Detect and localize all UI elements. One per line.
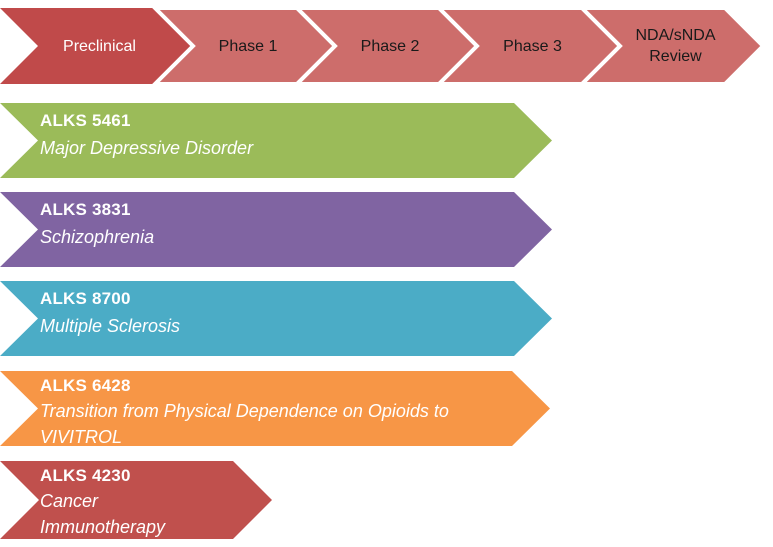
pipeline-bar-alks-3831: ALKS 3831 Schizophrenia [0, 192, 552, 267]
drug-indication: Cancer Immunotherapy [40, 491, 166, 537]
drug-code: ALKS 3831 [40, 200, 131, 219]
chevron-bar-shape [0, 371, 550, 446]
pipeline-bar-alks-5461: ALKS 5461 Major Depressive Disorder [0, 103, 552, 178]
bar-text: ALKS 5461 Major Depressive Disorder [40, 110, 253, 161]
phase-arrow-nda-snda-review: NDA/sNDA Review [577, 6, 766, 86]
chevron-polygon [0, 371, 550, 446]
drug-code: ALKS 8700 [40, 289, 131, 308]
pipeline-bar-alks-6428: ALKS 6428 Transition from Physical Depen… [0, 371, 550, 447]
phase-label-nda-snda-review: NDA/sNDA Review [635, 27, 716, 65]
pipeline-bar-alks-4230: ALKS 4230 Cancer Immunotherapy [0, 461, 272, 539]
bar-text: ALKS 6428 Transition from Physical Depen… [40, 375, 449, 450]
chevron-polygon [0, 8, 193, 84]
chevron-bar-shape [0, 461, 272, 539]
chevron-polygon [577, 6, 766, 86]
phase-label-phase-2: Phase 2 [360, 37, 420, 55]
bar-text: ALKS 8700 Multiple Sclerosis [40, 288, 180, 339]
chevron-polygon [0, 192, 552, 267]
drug-indication: Multiple Sclerosis [40, 316, 181, 336]
chevron-bar-shape [0, 192, 552, 267]
pipeline-bar-alks-8700: ALKS 8700 Multiple Sclerosis [0, 281, 552, 356]
chevron-polygon [0, 103, 552, 178]
chevron-bar-shape [0, 281, 552, 356]
bar-text: ALKS 3831 Schizophrenia [40, 199, 154, 250]
phase-label-phase-1: Phase 1 [218, 37, 278, 55]
phase-label-preclinical: Preclinical [63, 37, 136, 55]
phase-arrow-preclinical: Preclinical [0, 8, 193, 84]
phase-label-phase-3: Phase 3 [503, 37, 562, 55]
chevron-bar-shape [0, 103, 552, 178]
drug-indication: Transition from Physical Dependence on O… [40, 401, 449, 447]
drug-indication: Schizophrenia [40, 227, 155, 247]
bar-text: ALKS 4230 Cancer Immunotherapy [40, 465, 165, 540]
chevron-arrow-shape [0, 8, 193, 84]
drug-indication: Major Depressive Disorder [40, 138, 254, 158]
drug-code: ALKS 6428 [40, 376, 131, 395]
drug-code: ALKS 4230 [40, 466, 131, 485]
chevron-arrow-shape [577, 6, 766, 86]
chevron-polygon [0, 281, 552, 356]
chevron-polygon [0, 461, 272, 539]
drug-code: ALKS 5461 [40, 111, 131, 130]
